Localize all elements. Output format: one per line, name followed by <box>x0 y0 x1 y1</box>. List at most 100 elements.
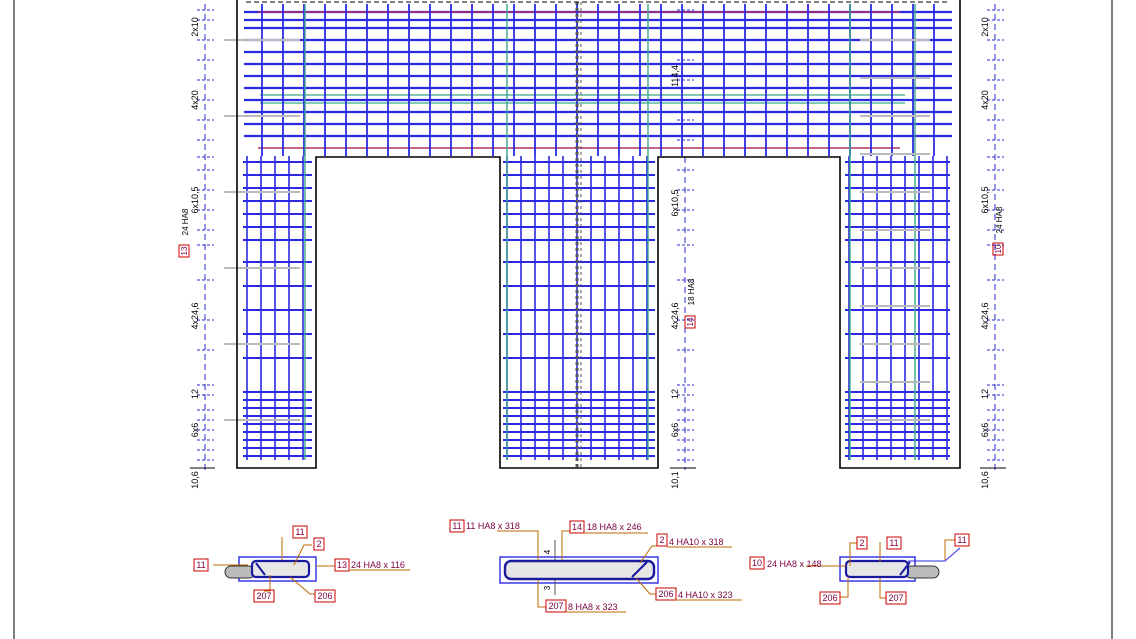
section-left-mark-2-box <box>313 537 325 551</box>
left-dim-2x10: 2x10 <box>190 17 200 37</box>
mid-dim-114-4: 114,4 <box>670 65 680 87</box>
section-left-hook <box>255 562 266 576</box>
section-right-mark-2-num: 2 <box>859 538 864 548</box>
middle-dimension-chain: 114,4 6x10,5 4x24,6 12 6x6 10,1 <box>670 65 680 489</box>
section-mid-mark-207-num: 207 <box>548 601 563 611</box>
left-bar-mark: 13 24 HA8 <box>178 208 190 258</box>
section-right-mark-2-box <box>856 536 868 550</box>
right-dim-10-6: 10,6 <box>980 471 990 489</box>
section-mid-leader-206 <box>635 577 656 595</box>
section-left-mark-206-num: 206 <box>317 591 332 601</box>
section-mid-mark-2-box <box>656 533 668 547</box>
right-bar-mark: 10 24 HA8 <box>992 206 1004 256</box>
wall-concrete-outline <box>236 0 961 469</box>
section-mid-mark-207-box <box>545 599 567 613</box>
section-mid-mark-14-num: 14 <box>572 522 582 532</box>
section-mid-leader-207 <box>537 580 546 608</box>
section-right-stirrup <box>844 559 910 579</box>
section-left: 11 11 2 13 24 HA8 x 116 207 206 <box>193 525 410 603</box>
section-left-mark-207-box <box>253 589 275 603</box>
mid-mark-box <box>684 315 696 329</box>
section-mid-mark-206-box <box>655 587 677 601</box>
left-dim-6x10-5: 6x10,5 <box>190 186 200 213</box>
section-mid-mark-14-text: 18 HA8 x 246 <box>587 522 642 532</box>
section-right-leader-207 <box>879 578 886 599</box>
section-left-mark-13-box <box>334 558 350 572</box>
section-left-mark-11-top-num: 11 <box>295 527 304 537</box>
section-left-mark-207-num: 207 <box>256 591 271 601</box>
mid-dim-10-1: 10,1 <box>670 471 680 489</box>
section-right-mark-207-num: 207 <box>888 593 903 603</box>
section-mid-hook <box>631 561 648 578</box>
section-mid-dim-4: 4 <box>543 549 552 554</box>
section-right-mark-10-text: 24 HA8 x 148 <box>767 559 822 569</box>
section-right-cap-bar <box>904 565 940 579</box>
section-right-mark-11a-box <box>886 536 902 550</box>
section-mid-leader-11 <box>497 530 539 560</box>
right-dim-6x6: 6x6 <box>980 423 990 438</box>
section-left-leader-2 <box>293 544 312 566</box>
section-right: 10 24 HA8 x 148 2 11 11 206 207 <box>749 533 970 605</box>
section-right-mark-207-box <box>885 591 907 605</box>
right-dim-6x10-5: 6x10,5 <box>980 186 990 213</box>
section-mid-leader-2 <box>639 545 657 564</box>
mid-dim-6x10-5: 6x10,5 <box>670 189 680 216</box>
section-mid-mark-206-text: 4 HA10 x 323 <box>678 590 733 600</box>
rebar-layer <box>224 2 952 468</box>
right-dim-4x24-6: 4x24,6 <box>980 302 990 329</box>
right-dimension-chain: 2x10 4x20 6x10,5 4x24,6 12 6x6 10,6 <box>980 17 990 489</box>
left-dim-6x6: 6x6 <box>190 423 200 438</box>
section-right-mark-206-num: 206 <box>822 593 837 603</box>
section-left-leader-206 <box>289 576 315 595</box>
left-mark-text: 24 HA8 <box>181 208 190 235</box>
right-dim-2x10: 2x10 <box>980 17 990 37</box>
right-dim-4x20: 4x20 <box>980 90 990 110</box>
section-mid-concrete <box>499 556 659 584</box>
section-left-stirrup <box>250 559 311 579</box>
section-mid-mark-11-box <box>449 519 465 533</box>
section-left-mark-13-text: 24 HA8 x 116 <box>351 560 405 570</box>
right-mark-box <box>992 242 1004 256</box>
section-left-cap-bar <box>224 565 256 579</box>
section-right-leader-11b <box>944 539 955 560</box>
section-mid-mark-11-text: 11 HA8 x 318 <box>466 521 520 531</box>
left-dim-4x20: 4x20 <box>190 90 200 110</box>
section-right-mark-11a-num: 11 <box>889 538 898 548</box>
section-right-mark-11b-box <box>954 533 970 547</box>
section-mid-mark-207-text: 8 HA8 x 323 <box>568 602 618 612</box>
section-left-mark-11-top-box <box>292 525 308 539</box>
section-middle: 4 3 11 11 HA8 x 318 14 18 HA8 x 246 2 4 … <box>449 519 742 613</box>
section-left-mark-206-box <box>314 589 336 603</box>
left-mark-box <box>178 244 190 258</box>
mid-dim-6x6: 6x6 <box>670 423 680 438</box>
section-right-hook <box>899 561 911 576</box>
section-right-leader-2 <box>849 542 857 566</box>
left-mark-number: 13 <box>180 246 189 255</box>
section-mid-leader-14 <box>561 530 570 560</box>
section-mid-dim-3: 3 <box>543 585 552 590</box>
section-left-mark-2-num: 2 <box>316 539 321 549</box>
left-dim-4x24-6: 4x24,6 <box>190 302 200 329</box>
right-mark-text: 24 HA8 <box>995 206 1004 233</box>
section-left-leader-207 <box>264 575 271 592</box>
section-mid-stirrup <box>503 559 656 581</box>
right-mark-number: 10 <box>994 244 1003 253</box>
mid-dim-12: 12 <box>670 389 680 399</box>
section-left-mark-11-num: 11 <box>196 560 205 570</box>
section-mid-mark-11-num: 11 <box>452 521 461 531</box>
mid-dim-4x24-6: 4x24,6 <box>670 302 680 329</box>
section-mid-mark-2-text: 4 HA10 x 318 <box>669 537 724 547</box>
mid-mark-number: 14 <box>686 317 695 326</box>
section-right-mark-206-box <box>819 591 841 605</box>
left-dim-12: 12 <box>190 389 200 399</box>
section-left-mark-11-box <box>193 558 209 572</box>
right-dim-12: 12 <box>980 389 990 399</box>
section-left-mark-13-num: 13 <box>337 560 347 570</box>
section-right-mark-10-num: 10 <box>752 558 762 568</box>
section-right-top-bar <box>908 547 961 562</box>
section-right-mark-11b-num: 11 <box>957 535 966 545</box>
middle-bar-mark: 14 18 HA8 <box>684 278 696 329</box>
section-mid-mark-2-num: 2 <box>659 535 664 545</box>
section-right-leader-206 <box>840 578 849 598</box>
mid-mark-text: 18 HA8 <box>687 278 696 305</box>
